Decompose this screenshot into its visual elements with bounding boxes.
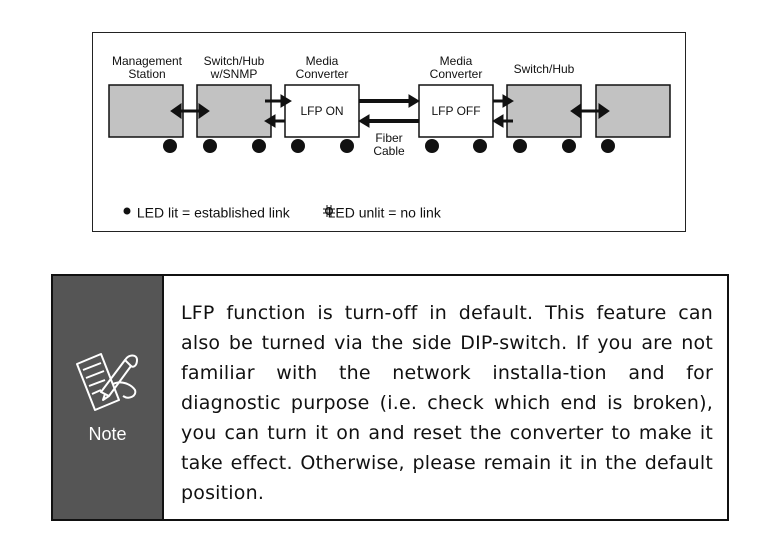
led-lit-dots [163, 139, 615, 153]
label-fiber-cable: Fiber Cable [373, 131, 405, 158]
note-text: LFP function is turn-off in default. Thi… [181, 302, 713, 504]
led-lit-icon [123, 207, 131, 215]
switch-hub-box [506, 84, 582, 138]
label-media-converter-right: Media Converter [429, 54, 483, 81]
note-box: Note LFP function is turn-off in default… [51, 274, 729, 521]
converter-left-status: LFP ON [300, 104, 344, 118]
note-sidebar: Note [53, 276, 164, 519]
label-switch-hub: Switch/Hub [513, 62, 575, 76]
media-converter-left-box [284, 84, 360, 138]
label-switch-hub-snmp: Switch/Hub w/SNMP [203, 54, 265, 81]
double-arrow-icon [170, 103, 210, 119]
lfp-diagram: Management Station Switch/Hub w/SNMP Med… [92, 32, 686, 232]
double-arrow-icon [492, 94, 514, 128]
media-converter-right-box [418, 84, 494, 138]
diagram-legend: LED lit = established link LED unlit = n… [123, 203, 441, 220]
converter-right-status: LFP OFF [431, 104, 481, 118]
legend-lit: LED lit = established link [136, 204, 290, 221]
note-label: Note [88, 424, 127, 444]
label-management-station: Management Station [111, 54, 183, 81]
note-pencil-icon [76, 353, 138, 411]
legend-unlit: LED unlit = no link [327, 204, 441, 221]
double-arrow-icon [264, 94, 292, 128]
fiber-cable-lines [358, 94, 420, 128]
double-arrow-icon [570, 103, 610, 119]
label-media-converter-left: Media Converter [295, 54, 349, 81]
diagram-drawing [108, 84, 671, 217]
led-unlit-icon [323, 205, 335, 217]
